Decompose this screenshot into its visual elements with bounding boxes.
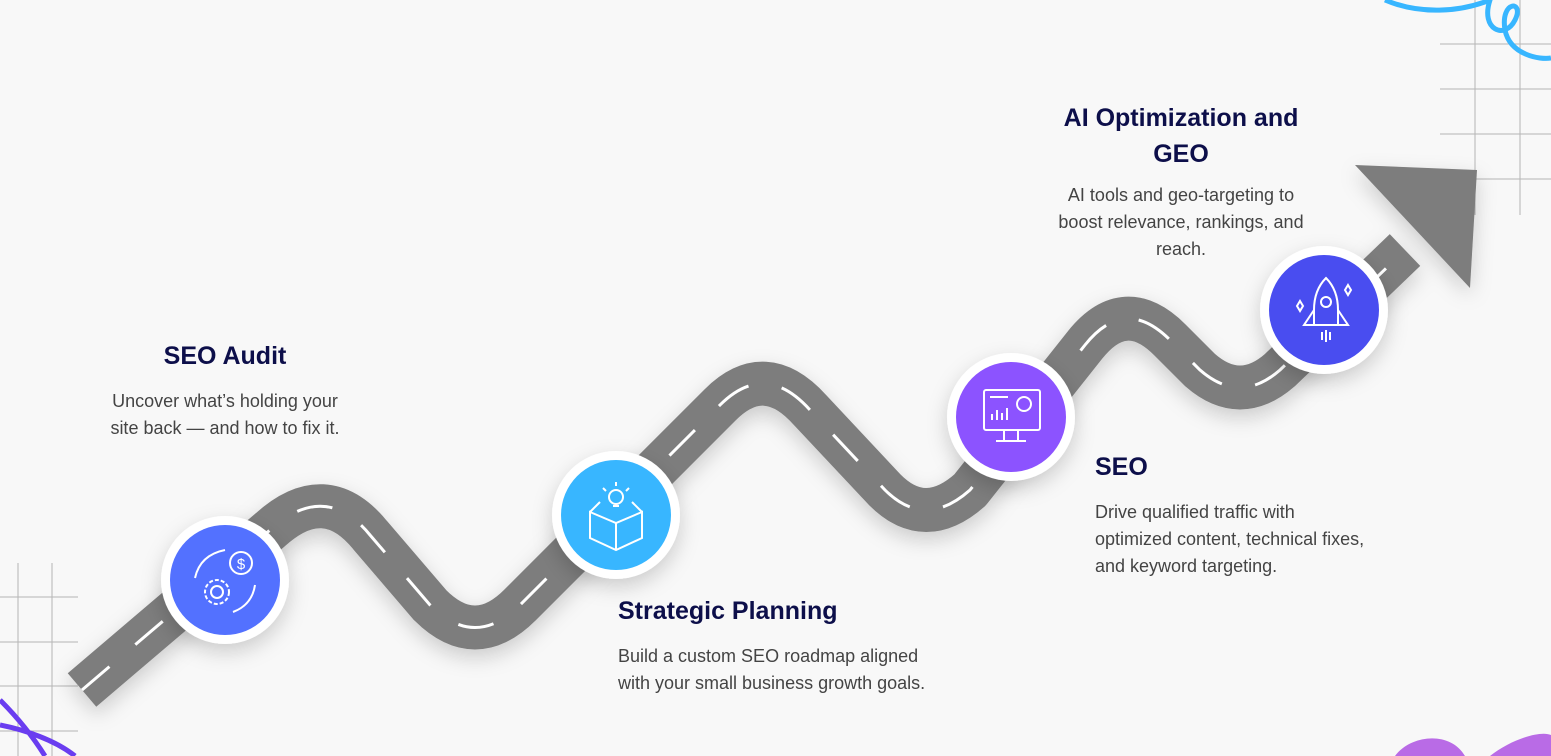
lightbulb-box-icon xyxy=(589,482,643,552)
step-description: Build a custom SEO roadmap aligned with … xyxy=(618,646,926,693)
scribble-decoration-bottom-left xyxy=(0,698,77,756)
scribble-decoration-top xyxy=(1384,0,1551,61)
step-strategic-planning: Strategic Planning Build a custom SEO ro… xyxy=(618,593,938,697)
svg-text:$: $ xyxy=(237,556,246,573)
step-description: Uncover what’s holding your site back — … xyxy=(110,391,340,438)
step-circle-seo-audit xyxy=(161,516,289,644)
step-description: AI tools and geo-targeting to boost rele… xyxy=(1058,185,1304,259)
step-title: Strategic Planning xyxy=(618,597,838,625)
step-circle-strategic-planning xyxy=(552,451,680,579)
monitor-analytics-icon xyxy=(983,389,1041,442)
step-title: AI Optimization and GEO xyxy=(1063,104,1299,168)
step-title: SEO Audit xyxy=(163,342,287,370)
step-seo: SEO Drive qualified traffic with optimiz… xyxy=(1095,449,1365,580)
step-seo-audit: SEO Audit Uncover what’s holding your si… xyxy=(100,338,350,442)
step-title: SEO xyxy=(1095,453,1148,481)
road-center-line xyxy=(81,253,1402,692)
blob-decoration-bottom-right xyxy=(1395,733,1551,756)
step-description: Drive qualified traffic with optimized c… xyxy=(1095,502,1365,576)
arrow-head xyxy=(1355,165,1477,288)
gear-dollar-cycle-icon: $ xyxy=(194,549,256,613)
rocket-icon xyxy=(1295,276,1353,342)
step-circle-ai-optimization xyxy=(1260,246,1388,374)
step-circle-seo xyxy=(947,353,1075,481)
step-ai-optimization: AI Optimization and GEO AI tools and geo… xyxy=(1045,100,1317,263)
grid-decoration-bottom-left xyxy=(0,563,78,756)
